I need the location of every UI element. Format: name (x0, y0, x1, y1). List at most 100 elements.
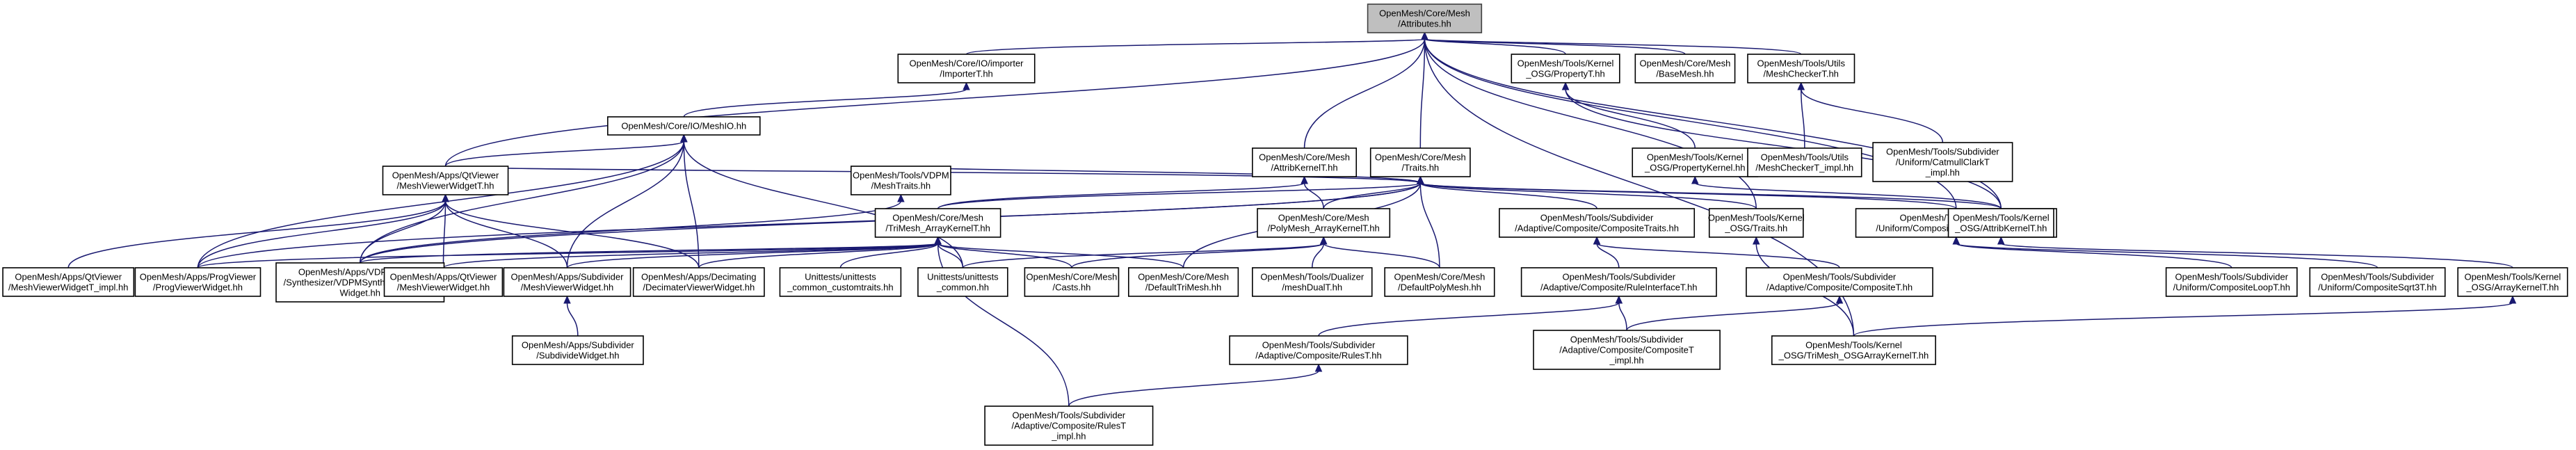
file-node[interactable]: OpenMesh/Apps/QtViewer/MeshViewerWidgetT… (382, 166, 509, 195)
file-node[interactable]: OpenMesh/Apps/ProgViewer/ProgViewerWidge… (134, 267, 261, 297)
file-node[interactable]: OpenMesh/Tools/Utils/MeshCheckerT_impl.h… (1747, 147, 1862, 177)
file-node[interactable]: Unittests/unittests_common_customtraits.… (779, 267, 902, 297)
node-box[interactable] (511, 335, 644, 365)
node-box[interactable] (1257, 208, 1391, 238)
node-label-line: OpenMesh/Core/Mesh (1379, 8, 1470, 19)
node-box[interactable] (1747, 54, 1855, 83)
file-node[interactable]: OpenMesh/Tools/Subdivider/Adaptive/Compo… (1746, 267, 1933, 297)
node-box[interactable] (503, 267, 631, 297)
node-box[interactable] (897, 54, 1036, 83)
node-box[interactable] (1708, 208, 1804, 238)
edge-subdividerMeshViewerWidget-to-meshViewerWidgetT (442, 193, 568, 268)
node-box[interactable] (1533, 330, 1721, 370)
node-box[interactable] (1369, 147, 1471, 177)
node-box[interactable] (1511, 54, 1620, 83)
node-box[interactable] (1947, 208, 2054, 238)
file-node[interactable]: OpenMesh/Core/Mesh/Traits.hh (1369, 147, 1471, 177)
node-box[interactable] (1024, 267, 1120, 297)
node-box[interactable] (383, 267, 504, 297)
node-label-line: OpenMesh/Core/IO/MeshIO.hh (621, 121, 746, 131)
edge-line (442, 200, 446, 268)
file-node[interactable]: OpenMesh/Tools/Subdivider/Adaptive/Compo… (1499, 208, 1696, 238)
arrowhead-icon (963, 81, 970, 90)
node-box[interactable] (1252, 147, 1358, 177)
node-box[interactable] (1499, 208, 1696, 238)
arrowhead-icon (680, 134, 688, 143)
file-node[interactable]: OpenMesh/Tools/Subdivider/Uniform/Compos… (2309, 267, 2446, 297)
file-node[interactable]: OpenMesh/Core/Mesh/AttribKernelT.hh (1252, 147, 1358, 177)
file-node[interactable]: OpenMesh/Apps/Decimating/DecimaterViewer… (632, 267, 765, 297)
file-node[interactable]: OpenMesh/Core/IO/importer/ImporterT.hh (897, 54, 1036, 83)
root-node[interactable]: OpenMesh/Core/Mesh/Attributes.hh (1367, 3, 1483, 33)
node-label-line: OpenMesh/Apps/QtViewer (392, 170, 499, 181)
node-box[interactable] (1632, 147, 1759, 177)
node-box[interactable] (607, 116, 761, 136)
node-box[interactable] (382, 166, 509, 195)
file-node[interactable]: OpenMesh/Apps/Subdivider/MeshViewerWidge… (503, 267, 631, 297)
file-node[interactable]: OpenMesh/Tools/Kernel_OSG/ArrayKernelT.h… (2457, 267, 2568, 297)
node-box[interactable] (2, 267, 135, 297)
edge-line (937, 243, 964, 268)
file-node[interactable]: OpenMesh/Core/Mesh/BaseMesh.hh (1634, 54, 1736, 83)
edge-defaultTriMesh-to-triMeshArrayKernelT (934, 236, 1184, 268)
file-node[interactable]: OpenMesh/Tools/Kernel_OSG/PropertyT.hh (1511, 54, 1620, 83)
file-node[interactable]: OpenMesh/Tools/Kernel_OSG/TriMesh_OSGArr… (1771, 335, 1936, 365)
file-node[interactable]: OpenMesh/Tools/Subdivider/Uniform/Compos… (2165, 267, 2298, 297)
node-label-line: /Uniform/CompositeSqrt3T.hh (2318, 282, 2437, 293)
file-node[interactable]: OpenMesh/Tools/VDPM/MeshTraits.hh (850, 166, 951, 195)
node-box[interactable] (874, 208, 1001, 238)
file-node[interactable]: OpenMesh/Tools/Subdivider/Adaptive/Compo… (1520, 267, 1717, 297)
node-box[interactable] (2165, 267, 2298, 297)
file-node[interactable]: OpenMesh/Tools/Kernel_OSG/PropertyKernel… (1632, 147, 1759, 177)
node-box[interactable] (1634, 54, 1736, 83)
node-label-line: /MeshViewerWidget.hh (397, 282, 490, 293)
edge-line (1596, 243, 1620, 268)
node-box[interactable] (2309, 267, 2446, 297)
file-node[interactable]: OpenMesh/Apps/QtViewer/MeshViewerWidget.… (383, 267, 504, 297)
file-node[interactable]: OpenMesh/Tools/Kernel_OSG/Traits.hh (1708, 208, 1805, 238)
node-box[interactable] (134, 267, 261, 297)
file-node[interactable]: OpenMesh/Tools/Utils/MeshCheckerT.hh (1747, 54, 1855, 83)
file-node[interactable]: OpenMesh/Tools/Dualizer/meshDualT.hh (1252, 267, 1373, 297)
file-node[interactable]: OpenMesh/Tools/Subdivider/Adaptive/Compo… (1229, 335, 1408, 365)
edge-line (1596, 243, 1840, 268)
node-box[interactable] (2457, 267, 2568, 297)
node-box[interactable] (1746, 267, 1933, 297)
edge-polyMeshArrayKernelT-to-traits (1323, 175, 1424, 209)
node-box[interactable] (1367, 3, 1483, 33)
node-box[interactable] (779, 267, 902, 297)
file-node[interactable]: OpenMesh/Tools/Kernel_OSG/AttribKernelT.… (1947, 208, 2054, 238)
node-box[interactable] (917, 267, 1008, 297)
file-node[interactable]: OpenMesh/Core/Mesh/DefaultTriMesh.hh (1128, 267, 1239, 297)
file-node[interactable]: OpenMesh/Tools/Subdivider/Uniform/Catmul… (1872, 142, 2013, 182)
file-node[interactable]: OpenMesh/Tools/Subdivider/Adaptive/Compo… (1533, 330, 1721, 370)
file-node[interactable]: Unittests/unittests_common.hh (917, 267, 1008, 297)
node-box[interactable] (850, 166, 951, 195)
file-node[interactable]: OpenMesh/Core/Mesh/TriMesh_ArrayKernelT.… (874, 208, 1001, 238)
edge-line (683, 140, 964, 268)
node-box[interactable] (1384, 267, 1495, 297)
edge-line (67, 200, 446, 268)
node-box[interactable] (1229, 335, 1408, 365)
node-box[interactable] (1520, 267, 1717, 297)
file-node[interactable]: OpenMesh/Core/Mesh/PolyMesh_ArrayKernelT… (1257, 208, 1391, 238)
node-box[interactable] (984, 405, 1154, 446)
file-node[interactable]: OpenMesh/Apps/QtViewer/MeshViewerWidgetT… (2, 267, 135, 297)
node-label-line: _impl.hh (1051, 431, 1086, 442)
node-box[interactable] (1252, 267, 1373, 297)
file-node[interactable]: OpenMesh/Core/IO/MeshIO.hh (607, 116, 761, 136)
arrowhead-icon (2509, 295, 2517, 304)
file-node[interactable]: OpenMesh/Tools/Subdivider/Adaptive/Compo… (984, 405, 1154, 446)
file-node[interactable]: OpenMesh/Core/Mesh/Casts.hh (1024, 267, 1120, 297)
file-node[interactable]: OpenMesh/Core/Mesh/DefaultPolyMesh.hh (1384, 267, 1495, 297)
node-box[interactable] (1771, 335, 1936, 365)
node-box[interactable] (1747, 147, 1862, 177)
node-box[interactable] (632, 267, 765, 297)
arrowhead-icon (1301, 175, 1308, 184)
node-box[interactable] (1872, 142, 2013, 182)
arrowhead-icon (897, 193, 905, 202)
file-node[interactable]: OpenMesh/Apps/Subdivider/SubdivideWidget… (511, 335, 644, 365)
node-box[interactable] (1128, 267, 1239, 297)
node-label-line: OpenMesh/Apps/Decimating (641, 272, 756, 282)
